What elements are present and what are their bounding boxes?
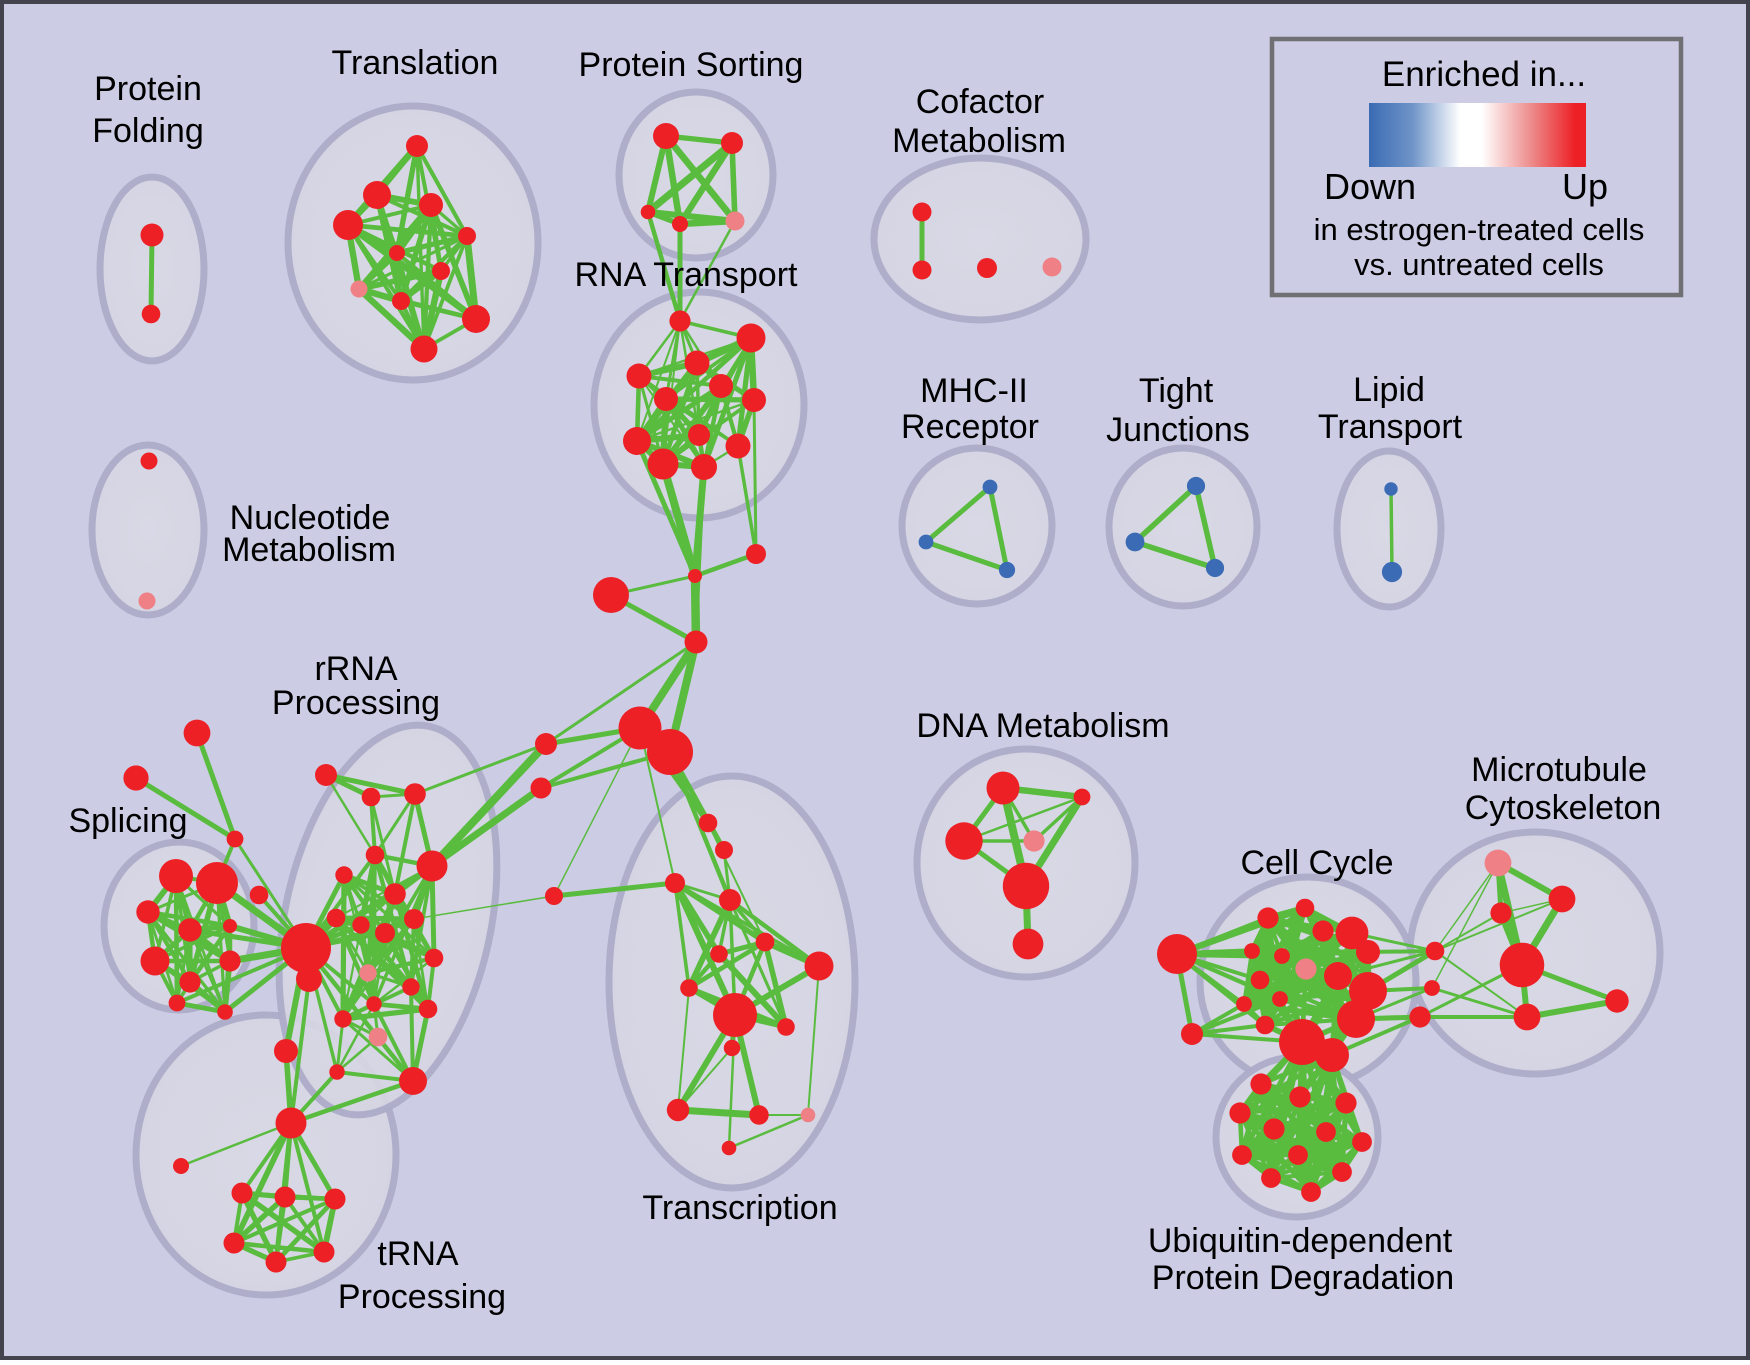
svg-text:MHC-II: MHC-II: [920, 372, 1028, 410]
svg-text:Splicing: Splicing: [68, 802, 187, 840]
svg-text:Up: Up: [1562, 166, 1608, 207]
svg-text:Metabolism: Metabolism: [892, 122, 1066, 160]
svg-text:Processing: Processing: [272, 684, 440, 722]
svg-text:Receptor: Receptor: [901, 408, 1039, 446]
svg-text:Transcription: Transcription: [642, 1189, 837, 1227]
svg-text:Nucleotide: Nucleotide: [230, 499, 391, 537]
svg-text:tRNA: tRNA: [377, 1235, 459, 1273]
svg-text:Protein: Protein: [94, 70, 202, 108]
svg-text:Ubiquitin-dependent: Ubiquitin-dependent: [1148, 1222, 1453, 1260]
svg-text:Cell Cycle: Cell Cycle: [1240, 844, 1393, 882]
svg-text:vs. untreated cells: vs. untreated cells: [1354, 247, 1604, 282]
svg-text:DNA Metabolism: DNA Metabolism: [916, 707, 1169, 745]
svg-text:Down: Down: [1324, 166, 1416, 207]
svg-text:Junctions: Junctions: [1106, 411, 1250, 449]
svg-text:Protein Degradation: Protein Degradation: [1152, 1259, 1454, 1297]
svg-text:Folding: Folding: [92, 112, 204, 150]
svg-text:Transport: Transport: [1318, 408, 1463, 446]
svg-text:in estrogen-treated cells: in estrogen-treated cells: [1314, 212, 1645, 247]
svg-text:rRNA: rRNA: [314, 650, 397, 688]
svg-text:Translation: Translation: [332, 44, 499, 82]
svg-text:Metabolism: Metabolism: [222, 531, 396, 569]
svg-text:Microtubule: Microtubule: [1471, 751, 1647, 789]
svg-text:Tight: Tight: [1139, 372, 1214, 410]
svg-text:Enriched in...: Enriched in...: [1382, 55, 1586, 94]
svg-text:Processing: Processing: [338, 1278, 506, 1316]
svg-text:Lipid: Lipid: [1353, 371, 1425, 409]
svg-text:Cofactor: Cofactor: [916, 83, 1045, 121]
svg-text:Cytoskeleton: Cytoskeleton: [1465, 789, 1662, 827]
svg-text:Protein Sorting: Protein Sorting: [579, 46, 804, 84]
svg-text:RNA Transport: RNA Transport: [575, 256, 799, 294]
